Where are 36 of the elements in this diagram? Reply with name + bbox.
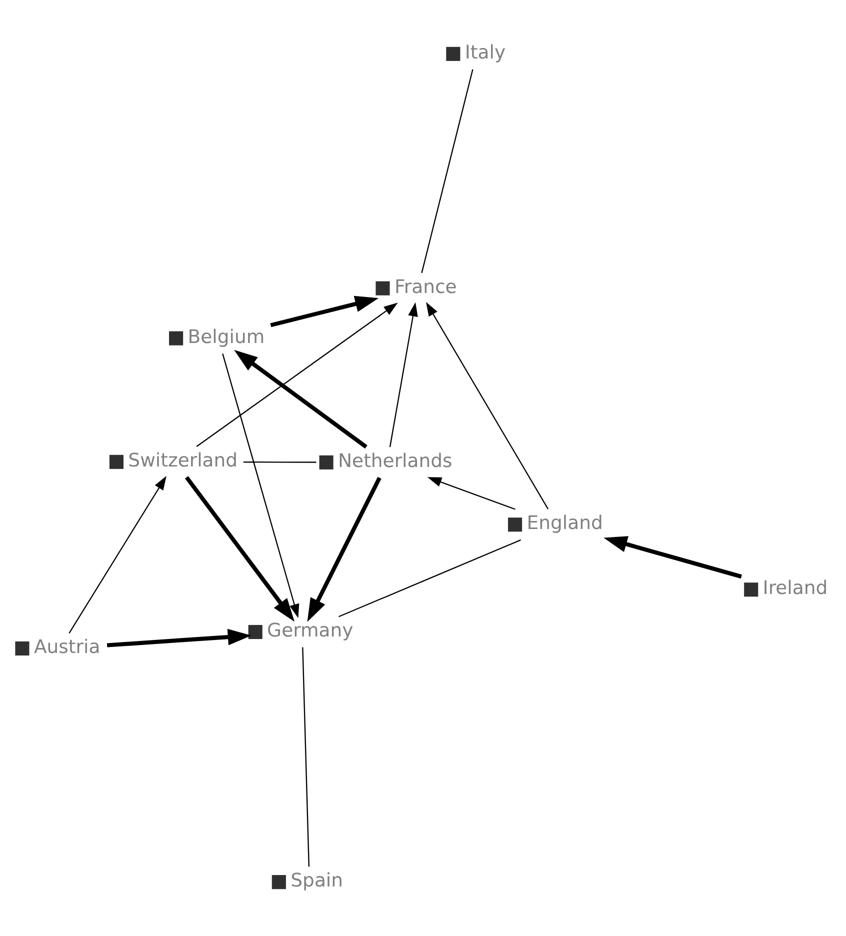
arrow — [196, 302, 398, 447]
node-box — [248, 624, 262, 640]
node-label: Germany — [267, 620, 354, 642]
node-box — [272, 875, 286, 890]
node-label: Ireland — [762, 578, 828, 600]
node-label: Austria — [34, 636, 100, 658]
node-label: Netherlands — [338, 450, 452, 472]
node-label: Switzerland — [128, 450, 238, 472]
node-box — [376, 281, 390, 296]
arrow — [68, 476, 166, 634]
arrow — [389, 302, 418, 448]
node-label: England — [526, 513, 603, 534]
node-box — [319, 455, 334, 470]
node-label: Belgium — [188, 326, 265, 348]
node-box — [109, 454, 124, 469]
node-label: Spain — [290, 870, 344, 892]
node-label: France — [394, 276, 457, 298]
node-box — [15, 641, 30, 656]
node-box — [744, 582, 758, 597]
node-box — [169, 331, 184, 346]
arrow — [270, 296, 379, 328]
node-box — [508, 518, 522, 532]
node-label: Italy — [464, 42, 506, 64]
arrow — [184, 476, 295, 622]
arrow — [426, 302, 549, 510]
arrow — [106, 628, 252, 648]
node-box — [446, 46, 460, 61]
connector — [243, 462, 316, 463]
arrow — [234, 350, 368, 449]
connector — [302, 647, 310, 867]
arrow — [307, 476, 382, 622]
arrow — [604, 536, 742, 579]
arrow — [222, 354, 300, 618]
connector — [421, 69, 474, 274]
connector — [338, 539, 521, 618]
arrow — [427, 477, 516, 510]
